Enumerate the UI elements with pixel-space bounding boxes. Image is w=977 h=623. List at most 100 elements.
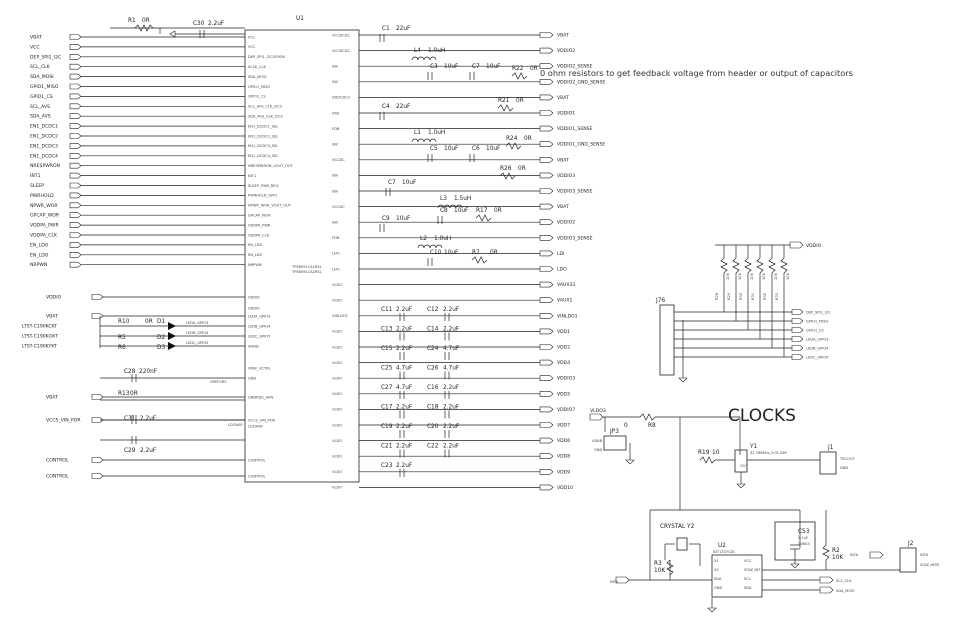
left-net-label: PWRHOLD [30, 193, 54, 199]
pullup-value: 10K [726, 272, 730, 280]
u1-left-pin: GPIO1_MISO [248, 85, 270, 89]
pullup-resistor-icon [744, 257, 752, 274]
header-net-label: GPIO1_MISO [806, 319, 828, 323]
u2-part: IDT1337CDI [713, 550, 735, 554]
left-net-label: INT1 [30, 173, 41, 179]
inductor-coil-icon [455, 204, 463, 209]
d2-label: D2 [157, 335, 165, 341]
inductor-coil-icon [417, 244, 425, 249]
dcdc-res-ref: R17 [476, 208, 488, 214]
pullup-ref: R32 [763, 293, 767, 300]
net-flag-icon [69, 162, 82, 169]
pullup-resistor-icon [756, 257, 764, 274]
u1-left-pin: VDDPA_CLK [248, 233, 270, 237]
right-net-label: VBAT [557, 95, 569, 101]
net-flag-icon [539, 328, 554, 335]
left-net-label: EN1_DCDC3 [30, 143, 58, 149]
u1-left-pin: PWRHOLD_GPIO [248, 194, 277, 198]
u1-right-pin: VLDO [332, 455, 342, 459]
dcdc-part-value: 1.0uH [428, 48, 445, 54]
right-net-label: VBAT [557, 204, 569, 210]
net-flag-icon [69, 123, 82, 129]
header-net-label: LEDC_GPIO5 [806, 355, 828, 359]
u1-right-pin: VCCDCDC [332, 33, 351, 37]
ldo-cap-value: 2.2uF [443, 405, 459, 411]
right-net-label: VDDIO2 [557, 48, 575, 54]
y1-out: OUT [740, 464, 748, 468]
net-flag-icon [69, 63, 82, 70]
left-net-label: VBAT [30, 35, 42, 41]
ldo-cap-value: 2.2uF [396, 424, 412, 430]
net-flag-icon [539, 312, 554, 319]
net-flag-icon [539, 110, 554, 116]
dcdc-res-ref: R24 [506, 136, 518, 142]
net-flag-icon [791, 318, 804, 324]
net-flag-icon [69, 83, 82, 90]
ldo-cap-ref: C16 [427, 385, 439, 391]
u1-right-pin: SW [332, 189, 338, 193]
r6-label: R6 [118, 345, 126, 351]
u1-right-pin: FDB [332, 236, 340, 240]
net-flag-icon [539, 375, 554, 382]
net-flag-icon [69, 34, 82, 40]
net-flag-icon [539, 203, 554, 210]
u1-left-pin: EN_LDO [248, 243, 263, 247]
r3-value: 10K [654, 568, 665, 574]
pullup-ref: R33 [775, 293, 779, 300]
dcdc-res-value: 0R [530, 66, 538, 72]
ldo-cap-ref: C17 [381, 405, 393, 411]
net-flag-icon [791, 309, 804, 315]
net-flag-icon [539, 406, 554, 413]
ldo-cap-ref: C18 [427, 405, 439, 411]
u1-left-pin: EN1_DCDC1_SEL [248, 124, 278, 128]
right-net-label: VDDIO7 [557, 407, 575, 413]
r13-label: R13 [118, 391, 130, 397]
left-net-label: SCL_AVS [30, 104, 50, 110]
led-d1-icon [168, 322, 176, 330]
net-flag-icon [539, 94, 554, 101]
dcdc-part-ref: C6 [472, 146, 480, 152]
net-flag-icon [539, 422, 554, 428]
inta-flag: INTA [850, 553, 859, 557]
right-net-label: VBAT [557, 157, 569, 163]
net-flag-icon [539, 359, 554, 366]
c30-label: C30 [193, 21, 205, 27]
left-net-label: VCC [30, 44, 40, 50]
clocks-title: CLOCKS [728, 406, 796, 426]
pullup-ref: R28 [715, 292, 719, 300]
right-net-label: VDDIO1 [557, 111, 575, 117]
u1-left-lower-pin: CONTROL [248, 458, 266, 462]
right-net-label: VDD2 [557, 345, 570, 351]
net-flag-icon [69, 44, 82, 50]
net-flag-icon [539, 266, 554, 272]
u1-ref: U1 [296, 16, 304, 22]
dcdc-part-ref: C10 [430, 250, 442, 256]
r8-label: R8 [648, 423, 656, 429]
left-lower-net-label: VBAT [46, 395, 58, 401]
right-net-label: VDD9 [557, 469, 570, 475]
left-net-label: NRPWN [30, 262, 47, 268]
j2-label: J2 [907, 541, 914, 547]
j1-pin-2: GND [840, 466, 848, 470]
jp-pin-1: VDAB [592, 439, 603, 443]
net-flag-icon [539, 437, 554, 444]
ldo-cap-value: 2.2uF [443, 424, 459, 430]
c53-label: C53 [798, 529, 810, 535]
pullup-ref: R29 [727, 292, 731, 300]
u1-right-pin: SW [332, 221, 338, 225]
left-lower-net-label: LTST-C190KYKT [22, 344, 57, 350]
u1-right-pin: SW [332, 80, 338, 84]
u1-right-pin: LDO [332, 267, 340, 271]
right-net-label: VDDIO2_GND_SENSE [557, 79, 605, 85]
ldo-cap-ref: C20 [427, 424, 439, 430]
u1-right-pin: VFB [332, 111, 340, 115]
pullup-value: 10K [774, 272, 778, 280]
inductor-coil-icon [423, 244, 431, 249]
inductor-coil-icon [435, 244, 443, 249]
pullup-value: 10K [762, 272, 766, 280]
net-flag-icon [539, 63, 554, 69]
ldo-cap-value: 2.2uF [396, 463, 412, 469]
